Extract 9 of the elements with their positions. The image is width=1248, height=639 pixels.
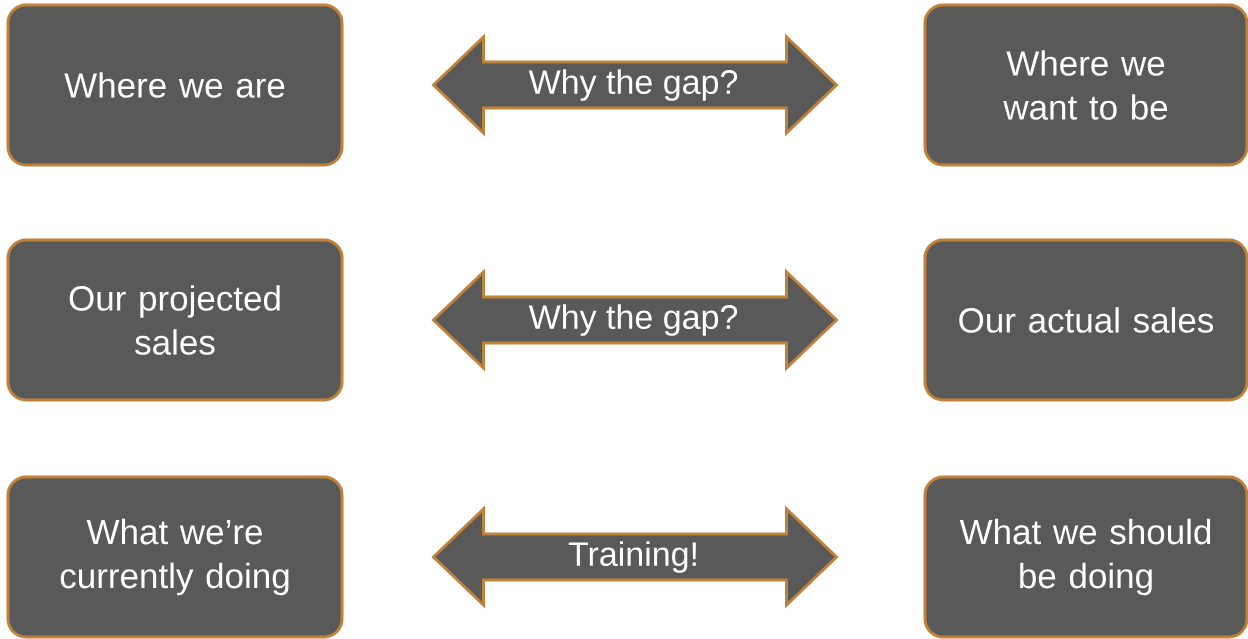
- text-box: What we should be doing: [923, 475, 1248, 639]
- text-box: Where we want to be: [923, 3, 1248, 167]
- edge-label: Why the gap?: [527, 68, 740, 102]
- text-box: Our actual sales: [923, 238, 1248, 402]
- edge-label: Why the gap?: [527, 303, 740, 337]
- edge-label: Training!: [567, 540, 700, 574]
- text-box: Where we are: [6, 3, 344, 167]
- text-box: What we’re currently doing: [6, 475, 344, 639]
- text-box: Our projected sales: [6, 238, 344, 402]
